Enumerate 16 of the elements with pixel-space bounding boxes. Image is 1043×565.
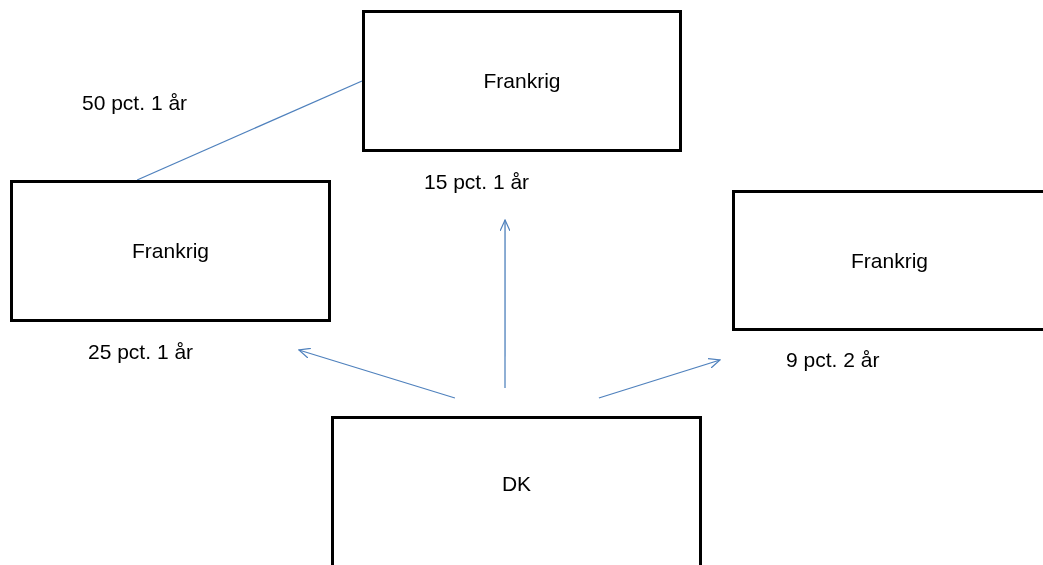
- box-label: Frankrig: [851, 247, 928, 274]
- box-label: DK: [501, 470, 532, 497]
- arrow: [499, 219, 511, 389]
- edge-label: 50 pct. 1 år: [82, 90, 188, 116]
- connector-line: [136, 80, 363, 181]
- box-label: Frankrig: [483, 68, 561, 95]
- text-box: [362, 10, 682, 152]
- box-label: Frankrig: [132, 238, 209, 265]
- percentage-label: 15 pct. 1 år: [424, 169, 530, 195]
- text-box: [331, 416, 702, 565]
- percentage-label: 25 pct. 1 år: [88, 339, 194, 365]
- text-box: [10, 180, 331, 322]
- arrow: [298, 347, 456, 399]
- arrow: [598, 357, 721, 399]
- text-box: [732, 190, 1043, 331]
- percentage-label: 9 pct. 2 år: [786, 347, 880, 373]
